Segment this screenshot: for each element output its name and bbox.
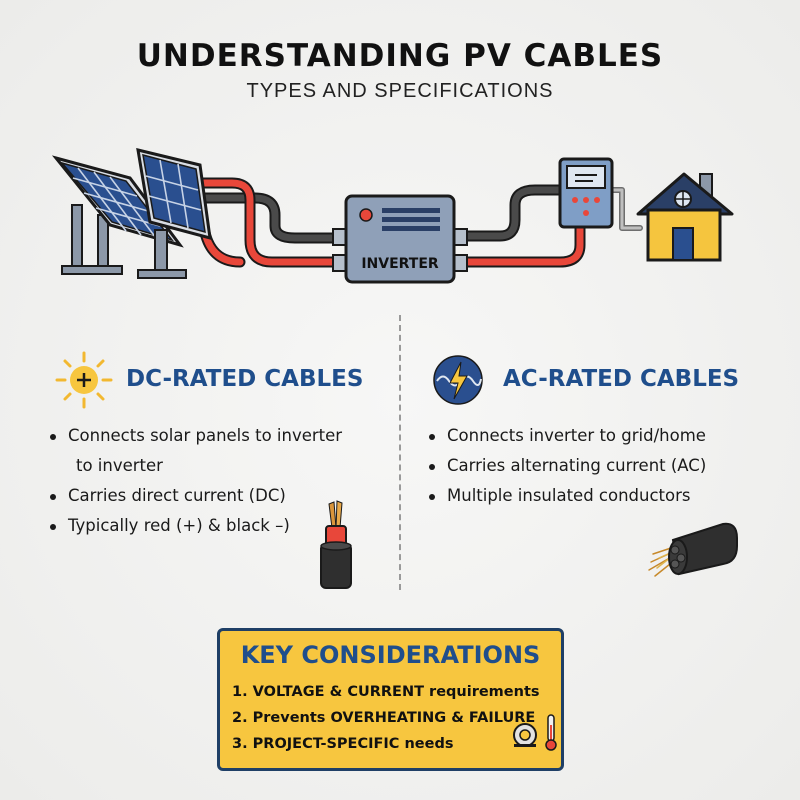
key-title: KEY CONSIDERATIONS bbox=[240, 641, 541, 669]
list-item: Connects solar panels to inverter bbox=[46, 421, 342, 451]
pv-system-diagram: INVERTER bbox=[51, 148, 734, 284]
electric-meter bbox=[558, 157, 614, 229]
page-title: UNDERSTANDING PV CABLES bbox=[136, 38, 664, 74]
thermometer-icon bbox=[545, 714, 557, 751]
solar-panel-right bbox=[136, 148, 212, 279]
list-item: Carries alternating current (AC) bbox=[425, 451, 706, 481]
list-item: Typically red (+) & black –) bbox=[46, 511, 342, 541]
list-item: Multiple insulated conductors bbox=[425, 481, 706, 511]
column-divider bbox=[399, 315, 401, 590]
list-item: Connects inverter to grid/home bbox=[425, 421, 706, 451]
key-list: 1. VOLTAGE & CURRENT requirements 2. Pre… bbox=[232, 679, 540, 757]
list-item: to inverter bbox=[76, 456, 163, 475]
key-considerations-box: KEY CONSIDERATIONS 1. VOLTAGE & CURRENT … bbox=[217, 628, 564, 771]
ac-heading: AC-RATED CABLES bbox=[503, 366, 740, 392]
ac-cable-icon bbox=[648, 522, 738, 577]
lightning-icon bbox=[433, 355, 483, 405]
list-item: 1. VOLTAGE & CURRENT requirements bbox=[232, 684, 540, 700]
list-item: Carries direct current (DC) bbox=[46, 481, 342, 511]
dc-bullet-list: Connects solar panels to inverter to inv… bbox=[46, 421, 342, 541]
inverter-label: INVERTER bbox=[361, 256, 439, 272]
ac-bullet-list: Connects inverter to grid/home Carries a… bbox=[425, 421, 706, 511]
ac-cables bbox=[456, 184, 643, 268]
house bbox=[636, 172, 734, 262]
dc-heading: DC-RATED CABLES bbox=[126, 366, 364, 392]
dc-cable-icon bbox=[320, 500, 352, 589]
inverter: INVERTER bbox=[332, 194, 468, 284]
list-item: 2. Prevents OVERHEATING & FAILURE bbox=[232, 710, 536, 726]
cable-reel-icon bbox=[513, 723, 537, 747]
dc-cables bbox=[194, 177, 344, 268]
sun-icon bbox=[55, 351, 113, 409]
meter-to-house-pipe bbox=[609, 187, 643, 231]
list-item: 3. PROJECT-SPECIFIC needs bbox=[232, 736, 454, 752]
page-subtitle: TYPES AND SPECIFICATIONS bbox=[246, 80, 554, 102]
